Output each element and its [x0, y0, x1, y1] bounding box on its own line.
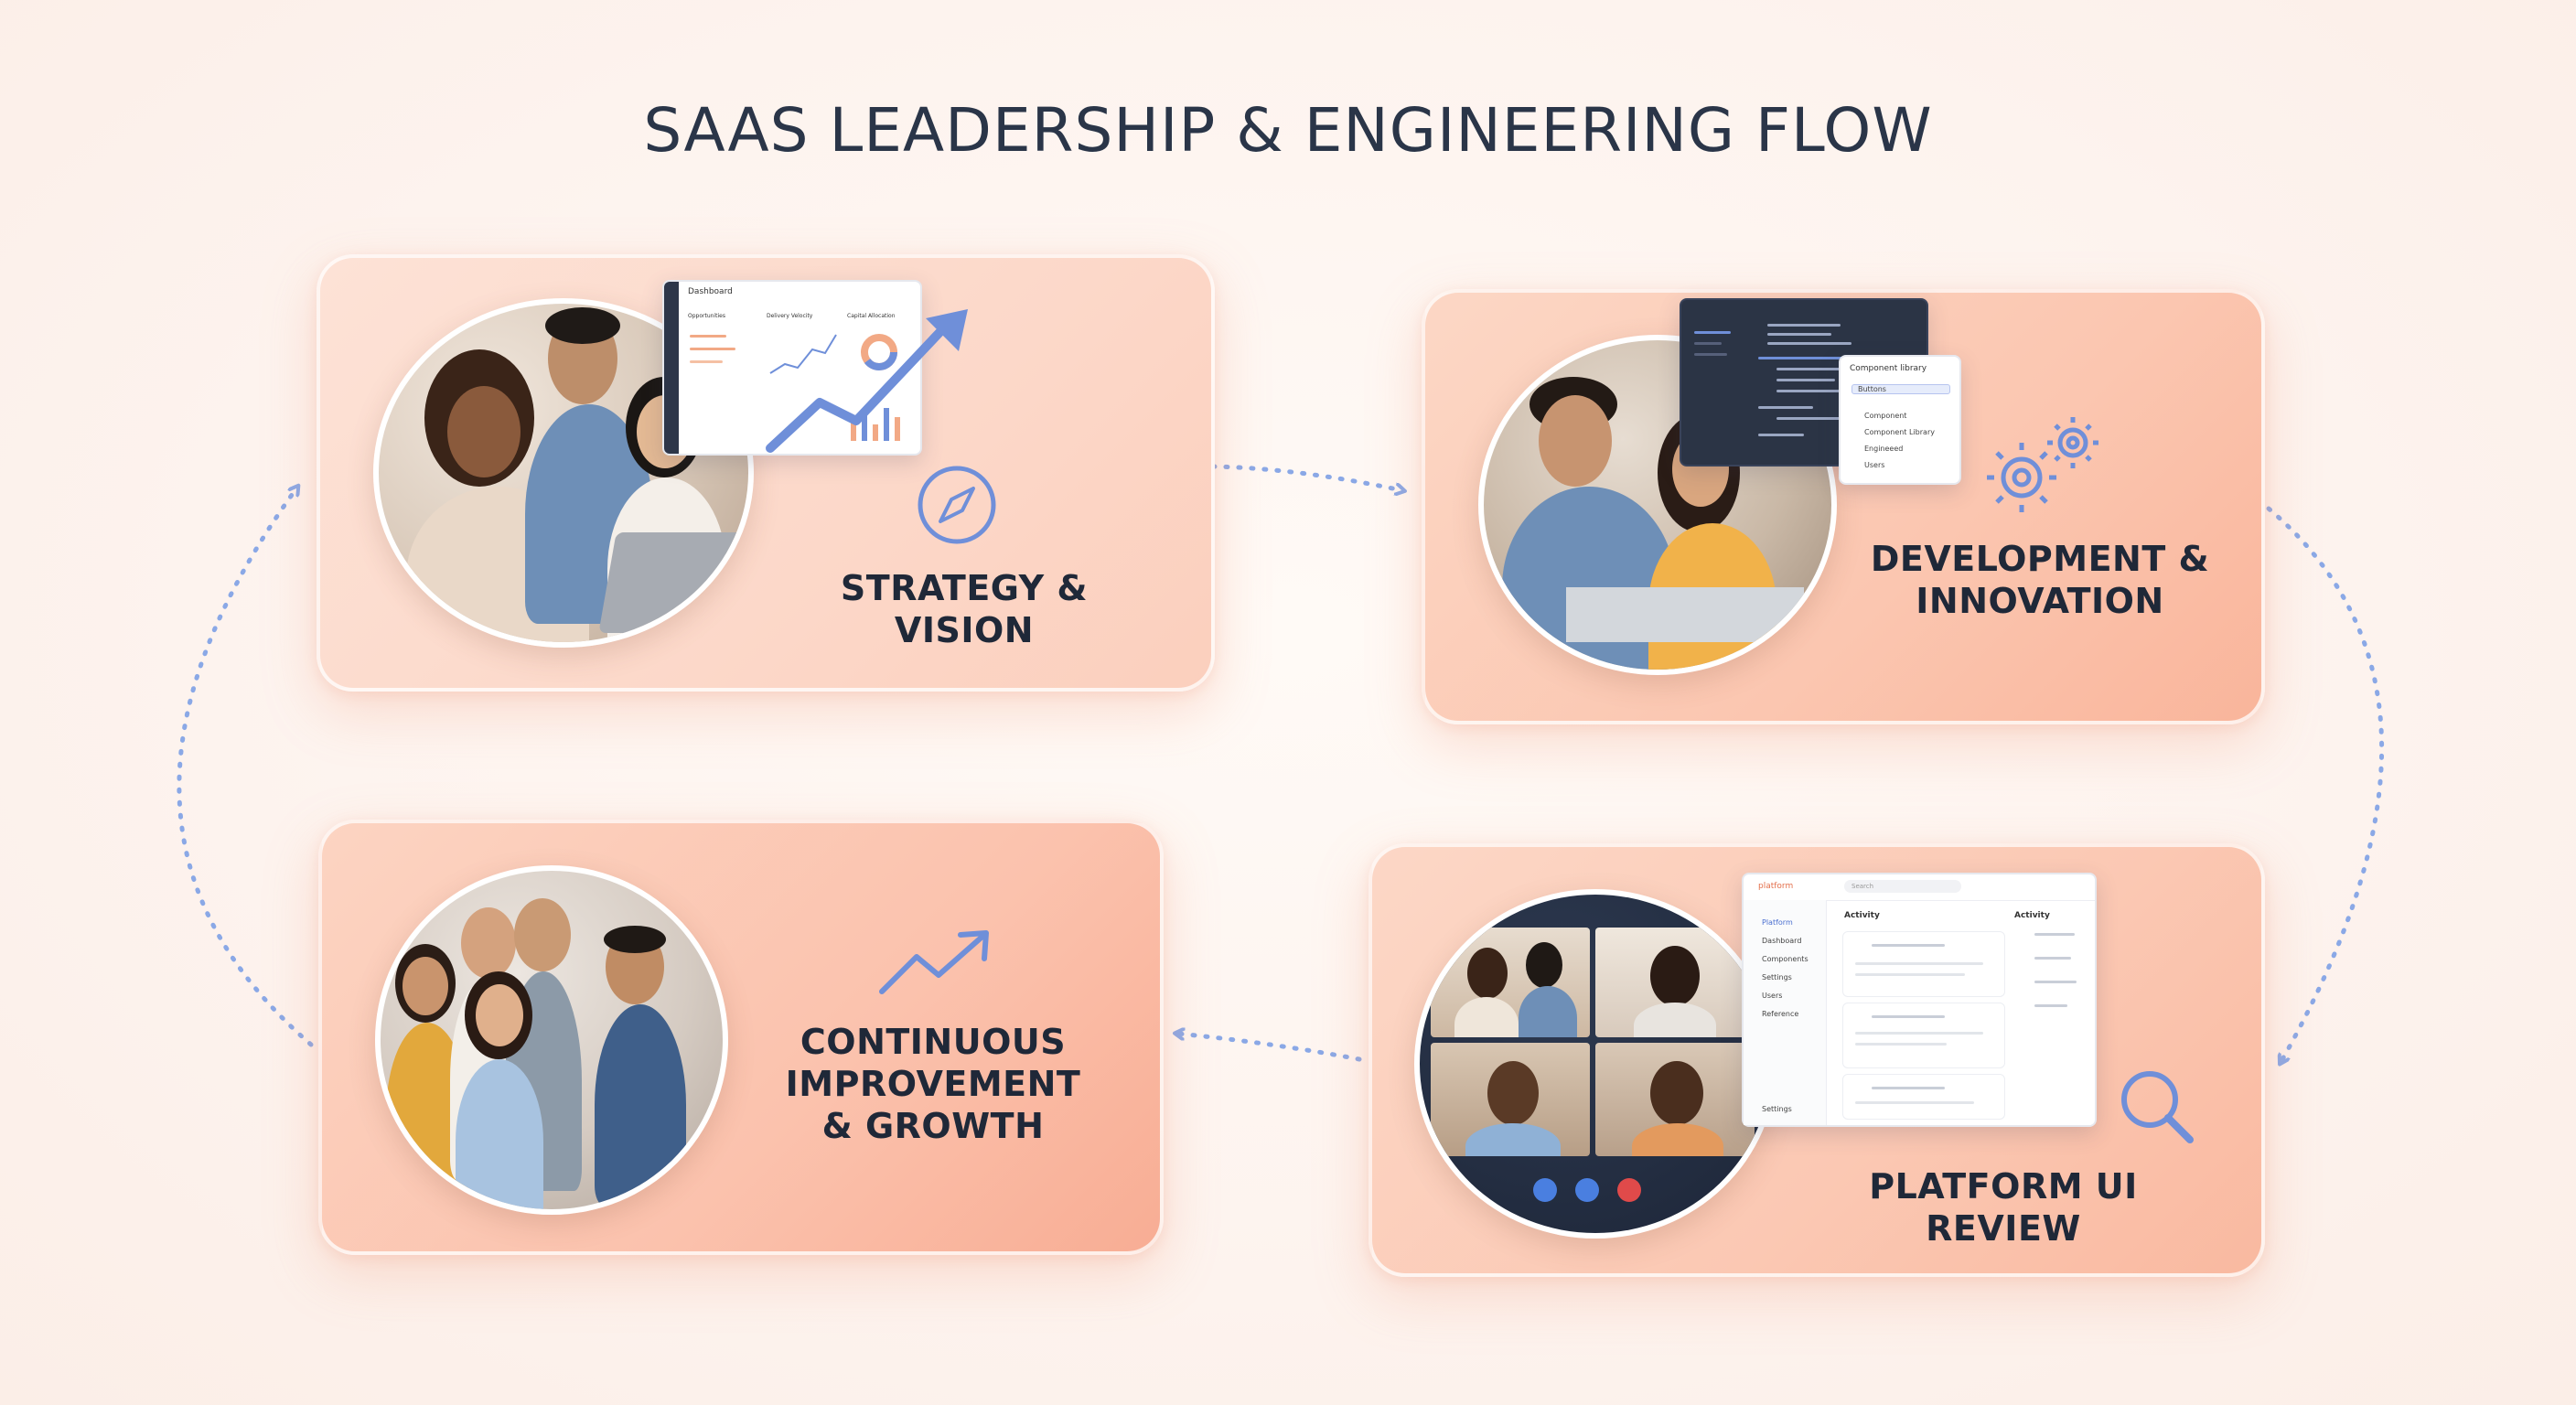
dashboard-col: Opportunities — [688, 313, 725, 319]
nav-item-settings[interactable]: Settings — [1762, 973, 1792, 981]
component-library-panel: Component library Buttons Component Comp… — [1839, 355, 1961, 485]
diagram-title: SAAS LEADERSHIP & ENGINEERING FLOW — [643, 95, 1933, 166]
arrow-development-to-review — [2266, 506, 2385, 1061]
trend-up-icon — [879, 930, 989, 994]
end-call-button[interactable] — [1617, 1178, 1641, 1202]
video-tile — [1595, 928, 1755, 1037]
step-label-development: DEVELOPMENT & INNOVATION — [1870, 539, 2210, 621]
arrow-improvement-to-strategy — [177, 488, 314, 1047]
nav-item-dashboard[interactable]: Dashboard — [1762, 937, 1802, 945]
growth-arrow-icon — [766, 309, 968, 453]
nav-item-reference[interactable]: Reference — [1762, 1010, 1799, 1018]
camera-button[interactable] — [1575, 1178, 1599, 1202]
platform-brand: platform — [1758, 882, 1794, 891]
bar-chart-icon — [851, 408, 900, 441]
menu-item[interactable]: Users — [1864, 461, 1885, 469]
menu-item[interactable]: Component Library — [1864, 428, 1935, 436]
component-library-title: Component library — [1850, 364, 1927, 373]
menu-item[interactable]: Engineeed — [1864, 445, 1904, 453]
gears-icon — [1987, 417, 2098, 512]
team-photo-improvement — [375, 865, 728, 1215]
platform-search-input[interactable]: Search — [1844, 880, 1961, 893]
component-search[interactable]: Buttons — [1852, 384, 1950, 394]
nav-item-users[interactable]: Users — [1762, 992, 1783, 1000]
nav-item-components[interactable]: Components — [1762, 955, 1809, 963]
menu-item[interactable]: Component — [1864, 412, 1907, 420]
microphone-button[interactable] — [1533, 1178, 1557, 1202]
step-label-strategy: STRATEGY & VISION — [840, 568, 1089, 650]
video-tile — [1595, 1043, 1755, 1156]
compass-icon — [918, 466, 996, 544]
dashboard-title: Dashboard — [688, 287, 733, 296]
magnifier-icon — [2121, 1071, 2194, 1143]
nav-item-settings-footer[interactable]: Settings — [1762, 1105, 1792, 1113]
activity-title: Activity — [1844, 911, 1880, 920]
team-photo-development — [1478, 335, 1837, 675]
dashboard-col: Delivery Velocity — [767, 313, 813, 319]
step-label-improvement: CONTINUOUS IMPROVEMENT & GROWTH — [785, 1022, 1081, 1146]
donut-chart-icon — [861, 334, 897, 370]
nav-item-platform[interactable]: Platform — [1762, 918, 1793, 927]
activity-side-title: Activity — [2014, 911, 2050, 920]
dashboard-col: Capital Allocation — [847, 313, 896, 319]
video-tile — [1431, 928, 1590, 1037]
step-label-platform-review: PLATFORM UI REVIEW — [1869, 1166, 2138, 1249]
platform-app-panel: platform Search Platform Dashboard Compo… — [1742, 873, 2097, 1127]
arrow-review-to-improvement — [1178, 1034, 1362, 1062]
video-tile — [1431, 1043, 1590, 1156]
video-call-photo — [1414, 889, 1776, 1239]
line-chart-icon — [769, 334, 837, 374]
arrow-strategy-to-development — [1210, 464, 1401, 490]
